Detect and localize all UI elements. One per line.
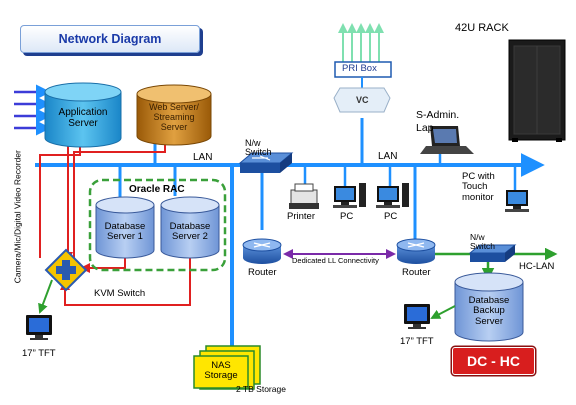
router-label-right: Router	[402, 267, 431, 278]
nas-label: NAS Storage	[196, 360, 246, 382]
db1-line-1: Database	[104, 221, 146, 232]
backup-server-label: Database Backup Server	[456, 295, 522, 327]
nw-switch-top-line-2: Switch	[245, 147, 272, 158]
web-server-line-3: Server	[160, 121, 188, 132]
camera-input-label: Camera/Mic/Digital Video Recorder	[12, 150, 23, 284]
web-server-label: Web Server/ Streaming Server	[139, 102, 209, 133]
backup-server-line-1: Database	[468, 295, 510, 306]
sadmin-label-2: Lap	[416, 122, 434, 134]
touch-pc-icon	[505, 190, 529, 212]
pc-label-1: PC	[340, 211, 354, 222]
app-server-line-2: Server	[68, 118, 98, 129]
kvm-switch-label: KVM Switch	[94, 288, 146, 299]
printer-label: Printer	[287, 211, 315, 222]
kvm-links	[39, 142, 191, 306]
lan-label-left: LAN	[193, 152, 213, 163]
router-right-icon	[396, 238, 436, 264]
backup-server-line-3: Server	[475, 315, 503, 327]
oracle-rac-group	[88, 178, 227, 272]
storage-capacity-label: 2 TB Storage	[236, 384, 286, 394]
tft-label-right: 17” TFT	[400, 336, 434, 347]
nas-line-2: Storage	[204, 370, 238, 382]
touch-pc-line-1: PC with	[462, 171, 495, 182]
printer-icon	[289, 183, 319, 209]
db1-line-2: Server 1	[107, 231, 143, 243]
hc-lan-label: HC-LAN	[519, 261, 555, 272]
network-switch-top	[238, 152, 294, 173]
db2-line-1: Database	[169, 221, 211, 232]
camera-input-arrows	[14, 84, 51, 136]
web-server	[136, 84, 212, 146]
vc-unit	[333, 87, 391, 113]
touch-pc-label: PC with Touch monitor	[462, 171, 495, 203]
application-server	[44, 82, 122, 148]
rack-label: 42U RACK	[455, 22, 509, 34]
pri-lines	[338, 23, 384, 62]
nas-line-1: NAS	[211, 360, 231, 371]
diagram-title: Network Diagram	[20, 25, 200, 53]
nw-switch-top-label: N/w Switch	[245, 138, 272, 158]
laptop-icon	[420, 126, 474, 154]
pc-label-2: PC	[384, 211, 398, 222]
database-server-2	[160, 196, 220, 259]
touch-pc-line-3: monitor	[462, 191, 494, 203]
web-server-line-2: Streaming	[153, 111, 195, 122]
vc-label: VC	[356, 95, 369, 105]
dedicated-link-label: Dedicated LL Connectivity	[292, 256, 379, 265]
database-server-1	[95, 196, 155, 259]
tft-label-left: 17” TFT	[22, 348, 56, 359]
router-left-icon	[242, 238, 282, 264]
db2-line-2: Server 2	[172, 231, 208, 243]
tft-monitor-right	[404, 304, 430, 329]
oracle-rac-label: Oracle RAC	[129, 184, 185, 195]
pri-box-label: PRI Box	[342, 63, 377, 74]
db1-label: Database Server 1	[97, 221, 153, 243]
touch-pc-line-2: Touch	[462, 181, 488, 193]
app-server-label: Application Server	[48, 107, 118, 129]
rack-icon	[508, 39, 566, 142]
database-backup-server	[454, 272, 524, 342]
dc-hc-badge: DC - HC	[452, 347, 535, 375]
nw-switch-right-line-2: Switch	[470, 240, 496, 251]
nas-storage	[193, 345, 261, 390]
router-label-left: Router	[248, 267, 277, 278]
pc-icon-1	[333, 183, 366, 208]
pc-icon-2	[376, 183, 409, 208]
nw-switch-right-label: N/w Switch	[470, 233, 495, 251]
tft-monitor-left	[26, 315, 52, 340]
app-server-line-1: Application	[58, 107, 108, 118]
nw-switch-right-line-1: N/w	[470, 232, 485, 242]
web-server-line-1: Web Server/	[149, 102, 199, 112]
sadmin-label: S-Admin.	[416, 109, 460, 121]
kvm-switch-icon	[44, 248, 88, 292]
backup-server-line-2: Backup	[473, 305, 505, 317]
nw-switch-top-line-1: N/w	[245, 138, 261, 148]
lan-label-right: LAN	[378, 151, 398, 162]
db2-label: Database Server 2	[162, 221, 218, 243]
network-switch-right	[468, 244, 517, 262]
